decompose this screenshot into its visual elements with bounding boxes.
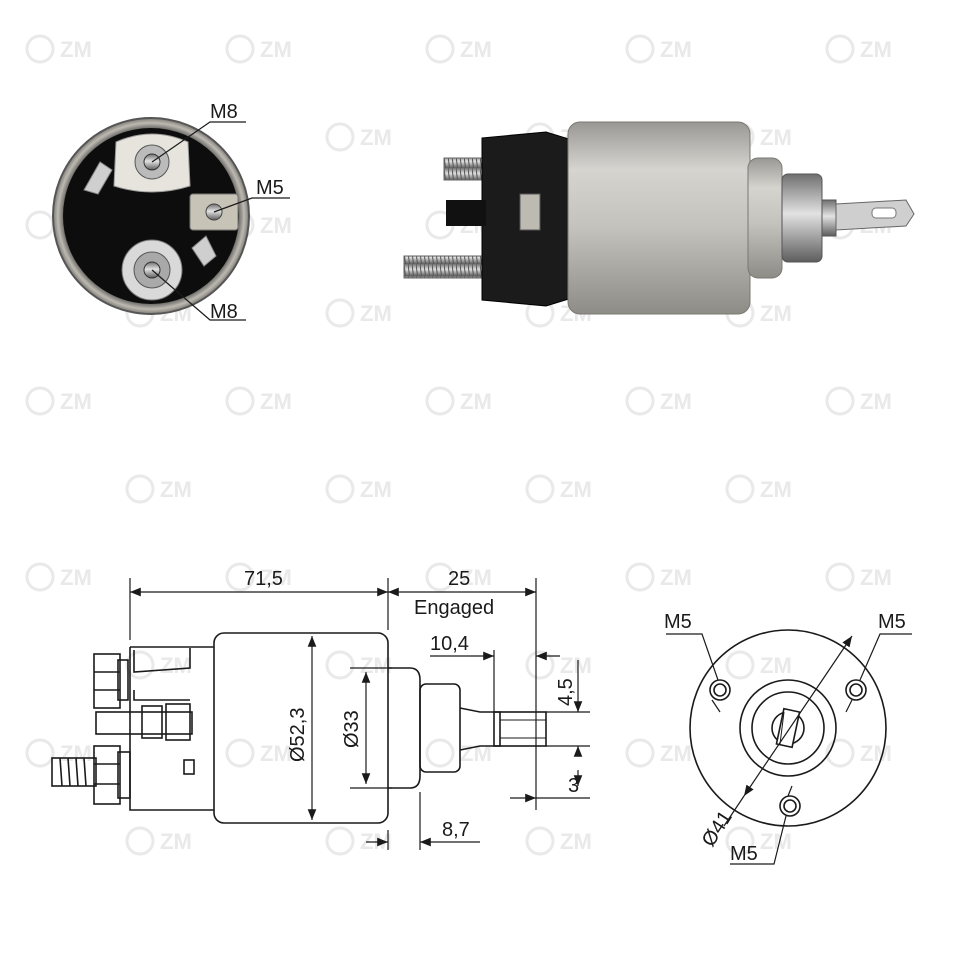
svg-text:ZM: ZM: [460, 389, 492, 414]
svg-text:ZM: ZM: [260, 565, 292, 590]
svg-text:ZM: ZM: [260, 213, 292, 238]
svg-text:ZM: ZM: [360, 653, 392, 678]
svg-text:ZM: ZM: [560, 653, 592, 678]
svg-text:ZM: ZM: [660, 389, 692, 414]
dim-body-length: 71,5: [244, 568, 283, 590]
watermark-logo: ZM: [525, 474, 592, 504]
svg-text:ZM: ZM: [560, 829, 592, 854]
watermark-logo: ZM: [125, 650, 192, 680]
watermark-logo: ZM: [725, 650, 792, 680]
svg-text:ZM: ZM: [860, 37, 892, 62]
svg-text:ZM: ZM: [160, 829, 192, 854]
label-top-m8: M8: [210, 101, 238, 123]
watermark-logo: ZM: [825, 386, 892, 416]
dim-slot-offset: 3: [568, 775, 579, 797]
svg-text:ZM: ZM: [260, 741, 292, 766]
svg-text:ZM: ZM: [660, 565, 692, 590]
photo-end-view: M8 M5 M8: [52, 101, 290, 323]
dim-nose-diameter: Ø33: [341, 710, 363, 748]
front-view-labels: M5 M5 M5 Ø41: [664, 611, 906, 865]
svg-text:ZM: ZM: [560, 477, 592, 502]
watermark-logo: ZM: [325, 826, 392, 856]
watermark-logo: ZM: [625, 386, 692, 416]
svg-text:ZM: ZM: [260, 389, 292, 414]
watermark-logo: ZM: [25, 738, 92, 768]
drawing-side-view: [51, 632, 547, 824]
watermark-logo: ZM: [125, 474, 192, 504]
front-view-leaders: [666, 633, 912, 865]
watermark-logo: ZM: [425, 738, 492, 768]
dim-body-diameter: Ø52,3: [287, 708, 309, 762]
watermark-logo: ZM: [325, 298, 392, 328]
watermark-logo: ZM: [525, 650, 592, 680]
label-hole-bottom: M5: [730, 843, 758, 865]
watermark-logo: ZM: [425, 386, 492, 416]
svg-text:ZM: ZM: [760, 477, 792, 502]
dim-slot-width: 4,5: [555, 678, 577, 706]
watermark-logo: ZM: [625, 562, 692, 592]
watermark-logo: ZM: [625, 738, 692, 768]
svg-text:ZM: ZM: [60, 37, 92, 62]
svg-text:ZM: ZM: [860, 565, 892, 590]
watermark-logo: ZM: [725, 826, 792, 856]
dim-stroke-note: Engaged: [414, 597, 494, 619]
watermark-logo: ZM: [625, 34, 692, 64]
label-bottom-m8: M8: [210, 301, 238, 323]
svg-text:ZM: ZM: [660, 37, 692, 62]
label-hole-top-left: M5: [664, 611, 692, 633]
watermark-logo: ZM: [25, 34, 92, 64]
watermark-logo: ZM: [825, 34, 892, 64]
watermark-logo: ZM: [425, 34, 492, 64]
svg-text:ZM: ZM: [460, 565, 492, 590]
svg-text:ZM: ZM: [760, 829, 792, 854]
watermark-logo: ZM: [225, 386, 292, 416]
svg-text:ZM: ZM: [60, 565, 92, 590]
watermark-logo: ZM: [325, 650, 392, 680]
watermark-logo: ZM: [225, 34, 292, 64]
svg-text:ZM: ZM: [860, 741, 892, 766]
watermark-logo: ZM: [825, 562, 892, 592]
svg-text:ZM: ZM: [260, 37, 292, 62]
svg-text:ZM: ZM: [60, 389, 92, 414]
svg-text:ZM: ZM: [660, 741, 692, 766]
watermark-logo: ZM: [725, 474, 792, 504]
watermark-logo: ZM: [325, 474, 392, 504]
side-view-labels: 71,5 25 Engaged 10,4 4,5 3 Ø52,3 Ø33 8,7: [244, 568, 579, 841]
watermark-logo: ZM: [25, 562, 92, 592]
label-hole-top-right: M5: [878, 611, 906, 633]
watermark-logo: ZM: [125, 826, 192, 856]
svg-text:ZM: ZM: [360, 477, 392, 502]
side-view-dimensions: [129, 578, 590, 850]
photo-side-view: [403, 121, 915, 315]
svg-text:ZM: ZM: [860, 389, 892, 414]
dim-nose-length: 8,7: [442, 819, 470, 841]
svg-text:ZM: ZM: [760, 125, 792, 150]
svg-text:ZM: ZM: [760, 301, 792, 326]
svg-text:ZM: ZM: [160, 477, 192, 502]
watermark-logo: ZM: [225, 738, 292, 768]
svg-text:ZM: ZM: [460, 741, 492, 766]
svg-text:ZM: ZM: [160, 653, 192, 678]
svg-text:ZM: ZM: [360, 125, 392, 150]
watermark-logo: ZM: [25, 386, 92, 416]
svg-text:ZM: ZM: [460, 37, 492, 62]
label-m5: M5: [256, 177, 284, 199]
watermark-logo: ZM: [325, 122, 392, 152]
dim-plunger-length: 10,4: [430, 633, 469, 655]
svg-text:ZM: ZM: [760, 653, 792, 678]
svg-text:ZM: ZM: [360, 301, 392, 326]
dim-stroke: 25: [448, 568, 470, 590]
watermark-logo: ZM: [525, 826, 592, 856]
